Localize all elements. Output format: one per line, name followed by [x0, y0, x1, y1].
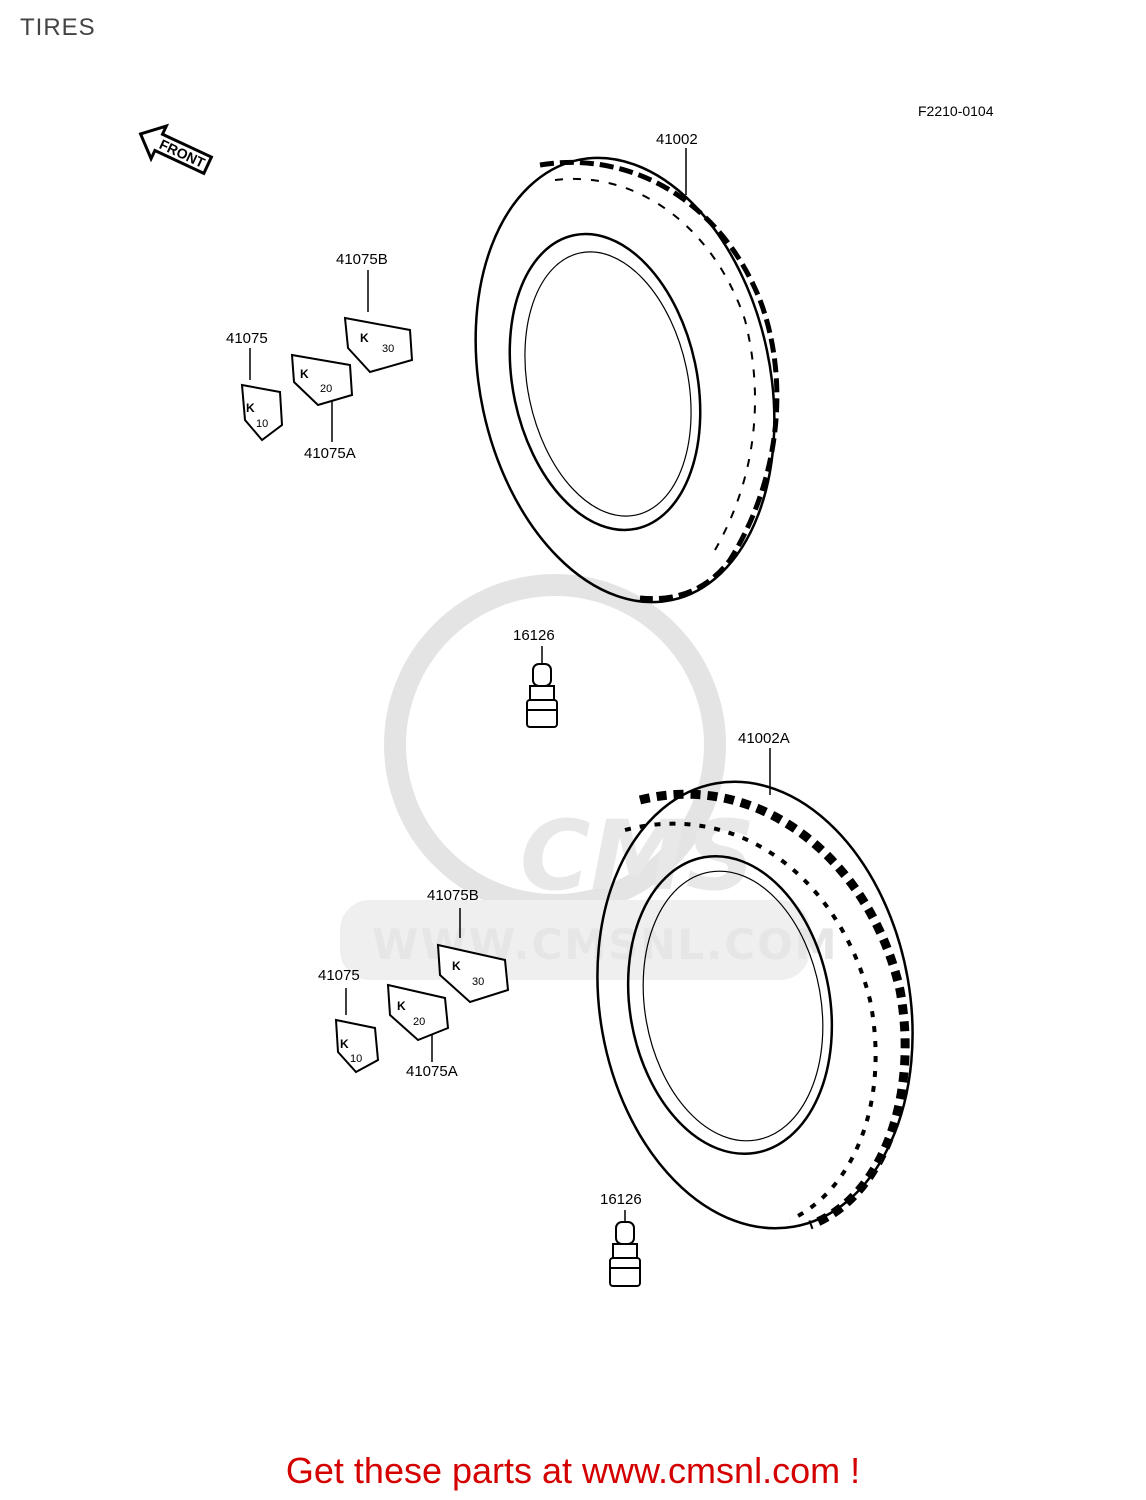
- svg-text:30: 30: [382, 343, 394, 355]
- svg-text:K: K: [340, 1037, 349, 1051]
- label-valve-bottom: 16126: [600, 1191, 642, 1208]
- label-weight-top-a: 41075A: [304, 445, 356, 462]
- label-weight-bottom: 41075: [318, 967, 360, 984]
- label-tire-front: 41002: [656, 131, 698, 148]
- svg-text:K: K: [246, 401, 255, 415]
- label-weight-bottom-b: 41075B: [427, 887, 479, 904]
- svg-text:30: 30: [472, 976, 484, 988]
- weight-bottom-a-icon: K 20: [386, 983, 450, 1062]
- weight-top-a-icon: K 20: [290, 353, 354, 442]
- label-valve-top: 16126: [513, 627, 555, 644]
- rear-tire: [596, 780, 914, 1230]
- front-arrow-icon: FRONT: [138, 123, 214, 176]
- svg-text:K: K: [397, 999, 406, 1013]
- label-weight-top: 41075: [226, 330, 268, 347]
- weight-top-icon: K 10: [240, 348, 284, 442]
- page-title: TIRES: [20, 14, 96, 41]
- svg-text:K: K: [452, 959, 461, 973]
- svg-text:20: 20: [320, 383, 332, 395]
- weight-top-b-icon: K 30: [343, 270, 414, 374]
- svg-text:K: K: [300, 367, 309, 381]
- svg-text:K: K: [360, 331, 369, 345]
- label-weight-bottom-a: 41075A: [406, 1063, 458, 1080]
- label-weight-top-b: 41075B: [336, 251, 388, 268]
- svg-text:20: 20: [413, 1016, 425, 1028]
- footer-link[interactable]: Get these parts at www.cmsnl.com !: [285, 1450, 861, 1491]
- diagram-code: F2210-0104: [918, 103, 994, 119]
- weight-bottom-b-icon: K 30: [436, 908, 510, 1004]
- svg-text:10: 10: [350, 1053, 362, 1065]
- front-arrow-label: FRONT: [157, 136, 208, 171]
- svg-text:10: 10: [256, 418, 268, 430]
- front-tire: [474, 156, 780, 604]
- label-tire-rear: 41002A: [738, 730, 790, 747]
- weight-bottom-icon: K 10: [334, 988, 380, 1074]
- valve-top-icon: [526, 646, 558, 728]
- valve-bottom-icon: [609, 1210, 641, 1287]
